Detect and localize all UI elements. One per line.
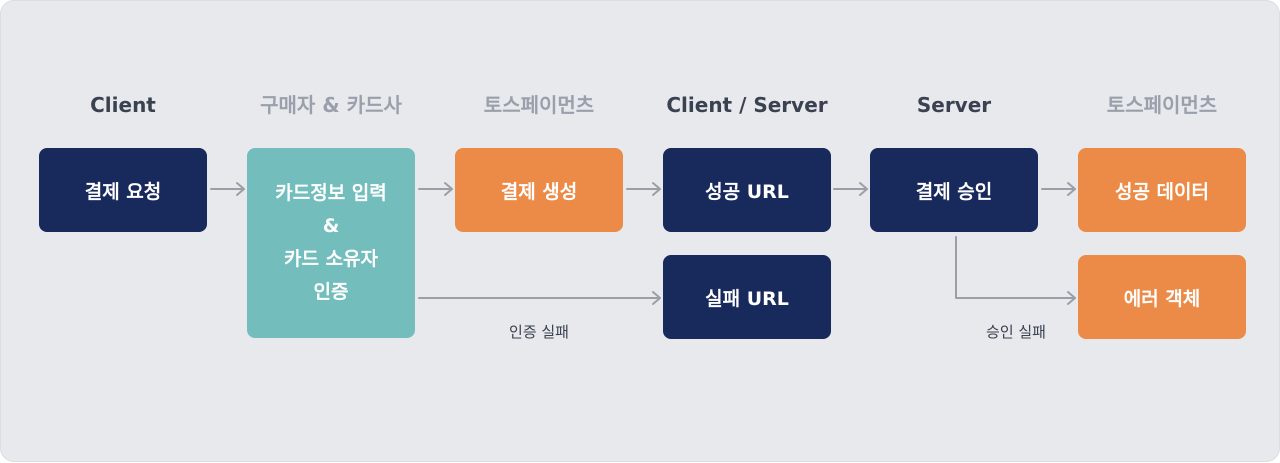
- arrow-approve-to-success-data: [1041, 182, 1076, 196]
- node-card-info-line4: 인증: [313, 281, 349, 303]
- arrow-request-to-cardinfo: [210, 182, 245, 196]
- node-payment-approve-label: 결제 승인: [915, 180, 993, 203]
- node-success-url-label: 성공 URL: [705, 180, 789, 203]
- node-error-object-label: 에러 객체: [1123, 287, 1201, 310]
- header-client-server: Client / Server: [666, 93, 828, 117]
- edge-label-auth-fail: 인증 실패: [509, 323, 569, 341]
- header-toss-2: 토스페이먼츠: [1106, 93, 1218, 117]
- node-error-object: 에러 객체: [1078, 255, 1246, 339]
- node-fail-url: 실패 URL: [663, 255, 831, 339]
- node-payment-request: 결제 요청: [39, 148, 207, 232]
- node-success-url: 성공 URL: [663, 148, 831, 232]
- edge-label-approve-fail: 승인 실패: [986, 323, 1046, 341]
- header-client: Client: [90, 93, 156, 117]
- header-toss-1: 토스페이먼츠: [483, 93, 595, 117]
- node-card-info-auth: 카드정보 입력 & 카드 소유자 인증: [247, 148, 415, 338]
- node-card-info-line3: 카드 소유자: [283, 248, 378, 270]
- header-buyer-card: 구매자 & 카드사: [260, 93, 402, 117]
- node-payment-approve: 결제 승인: [870, 148, 1038, 232]
- node-payment-create-label: 결제 생성: [500, 180, 578, 203]
- node-success-data: 성공 데이터: [1078, 148, 1246, 232]
- node-success-data-label: 성공 데이터: [1114, 180, 1209, 203]
- arrow-cardinfo-to-fail-url: [418, 291, 661, 305]
- header-server: Server: [916, 93, 992, 117]
- node-fail-url-label: 실패 URL: [705, 287, 789, 310]
- node-card-info-line1: 카드정보 입력: [275, 182, 387, 204]
- arrow-success-url-to-approve: [833, 182, 868, 196]
- node-card-info-line2: &: [322, 215, 340, 237]
- arrow-approve-to-error: [955, 236, 1076, 305]
- arrow-create-to-success-url: [626, 182, 661, 196]
- arrow-cardinfo-to-create: [418, 182, 453, 196]
- node-payment-request-label: 결제 요청: [84, 180, 162, 203]
- node-payment-create: 결제 생성: [455, 148, 623, 232]
